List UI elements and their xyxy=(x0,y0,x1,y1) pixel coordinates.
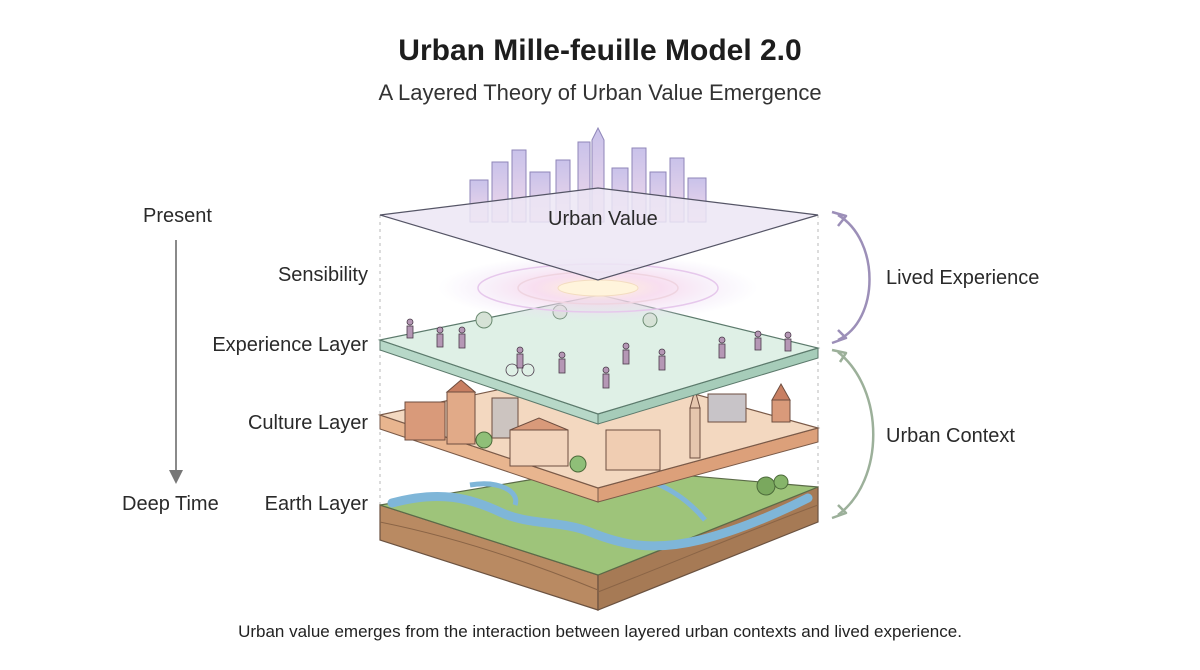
people-figures xyxy=(406,318,792,389)
sensibility-glow xyxy=(438,254,758,322)
diagram-title: Urban Mille-feuille Model 2.0 xyxy=(398,34,802,67)
diagram-subtitle: A Layered Theory of Urban Value Emergenc… xyxy=(378,80,822,105)
lived-experience-arrow xyxy=(831,210,871,345)
earth-layer-label: Earth Layer xyxy=(264,493,368,515)
culture-layer-slab xyxy=(377,367,821,503)
urban-context-arrow xyxy=(831,348,875,520)
time-axis-arrow xyxy=(169,240,183,484)
lived-experience-label: Lived Experience xyxy=(886,267,1040,289)
time-deep-label: Deep Time xyxy=(122,493,219,515)
urban-value-label: Urban Value xyxy=(548,208,658,230)
time-present-label: Present xyxy=(143,205,212,227)
sensibility-label: Sensibility xyxy=(277,264,368,286)
earth-layer-block xyxy=(379,467,819,611)
diagram-caption: Urban value emerges from the interaction… xyxy=(238,622,962,641)
urban-value-plane xyxy=(379,126,819,281)
culture-layer-label: Culture Layer xyxy=(247,412,368,434)
experience-layer-label: Experience Layer xyxy=(212,334,368,356)
urban-context-label: Urban Context xyxy=(886,425,1015,447)
